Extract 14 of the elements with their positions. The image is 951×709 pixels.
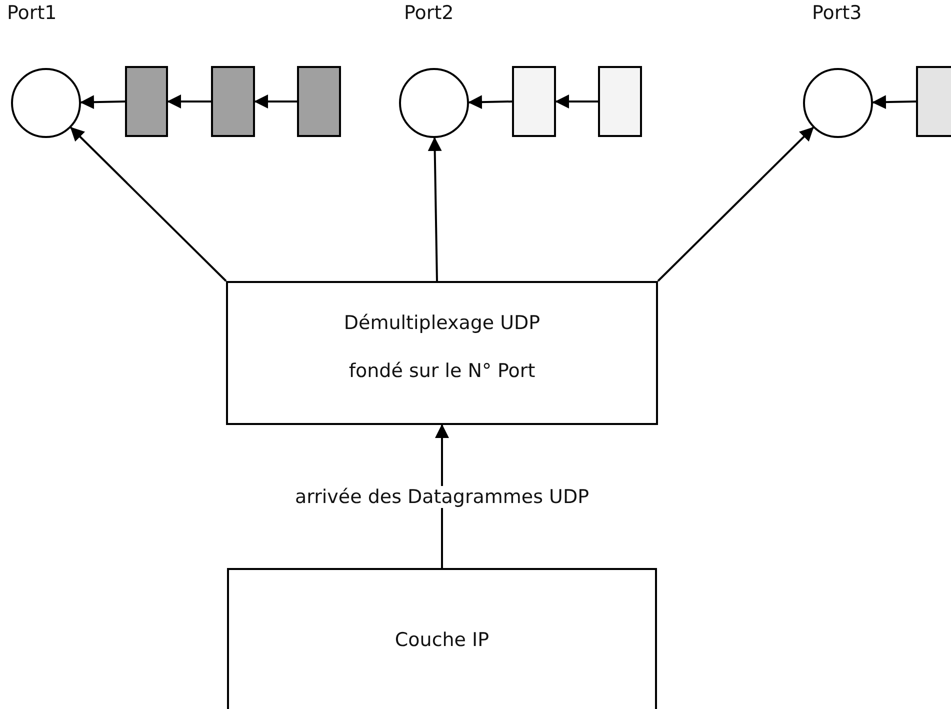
port-label: Port1: [7, 2, 57, 24]
arrow: [80, 95, 126, 110]
arrow: [468, 95, 512, 110]
arrow: [167, 94, 211, 108]
port-label: Port3: [812, 2, 862, 24]
arrow: [657, 126, 814, 282]
arrow: [254, 94, 297, 108]
arrow: [872, 95, 916, 110]
arrow: [555, 94, 598, 108]
box-text: Couche IP: [394, 628, 490, 653]
arrow: [70, 126, 227, 282]
port-label: Port2: [404, 2, 454, 24]
box-text: Démultiplexage UDP fondé sur le N° Port: [342, 311, 542, 384]
arrow: [428, 137, 442, 282]
